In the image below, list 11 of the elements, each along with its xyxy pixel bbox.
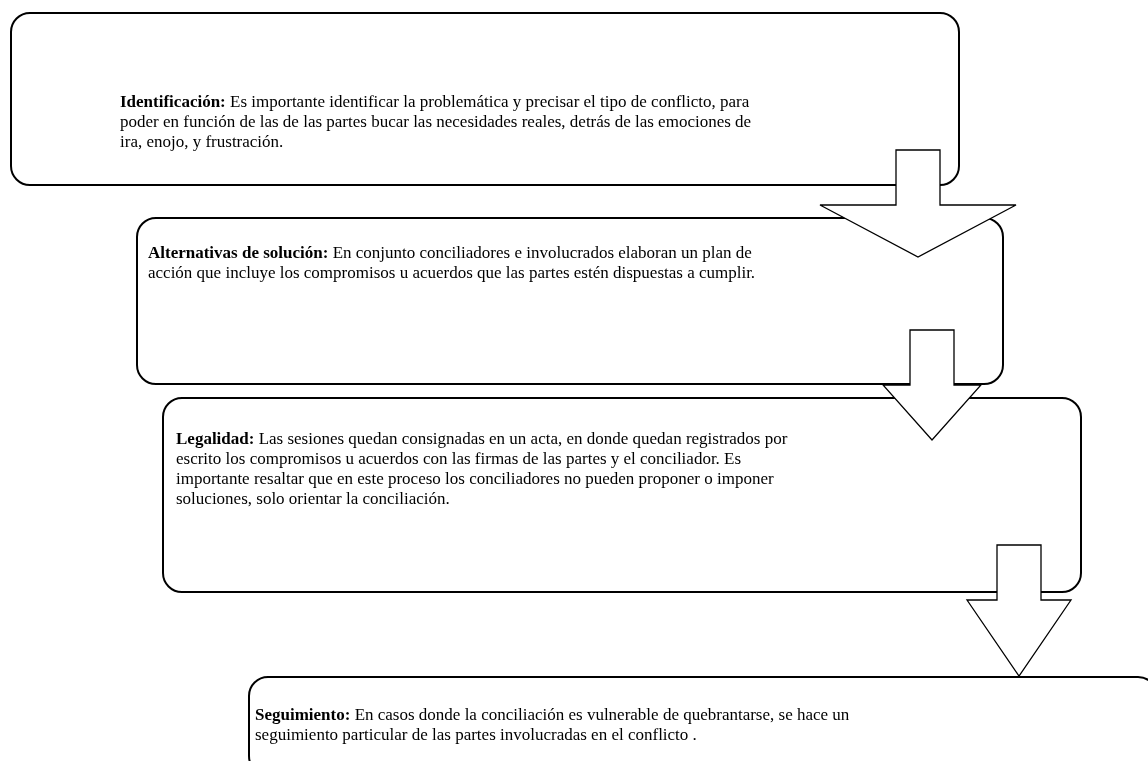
process-box: [248, 676, 1148, 761]
step-description: Seguimiento: En casos donde la conciliación es vulnerable de quebrantarse, se hace un seguimiento particular de las partes involucradas en el conflicto .: [255, 705, 851, 745]
process-box: [10, 12, 960, 186]
process-box: [162, 397, 1082, 593]
process-box: [136, 217, 1004, 385]
block-arrow: [965, 544, 1073, 678]
step-description: Alternativas de solución: En conjunto conciliadores e involucrados elaboran un plan de acción que incluye los compromisos u acuerdos que las partes estén dispuestas a cumplir.: [148, 243, 757, 283]
block-arrow: [819, 149, 1017, 258]
step-description: Identificación: Es importante identificar la problemática y precisar el tipo de conflicto, para poder en función de las de las partes bucar las necesidades reales, detrás de las emociones de ira, enojo, y frustración.: [120, 92, 753, 152]
step-description: Legalidad: Las sesiones quedan consignadas en un acta, en donde quedan registrados por escrito los compromisos u acuerdos con las firmas de las partes y el conciliador. Es importante resaltar que en este proceso los conciliadores no pueden proponer o imponer soluciones, solo orientar la conciliación.: [176, 429, 789, 509]
block-arrow: [881, 329, 983, 441]
